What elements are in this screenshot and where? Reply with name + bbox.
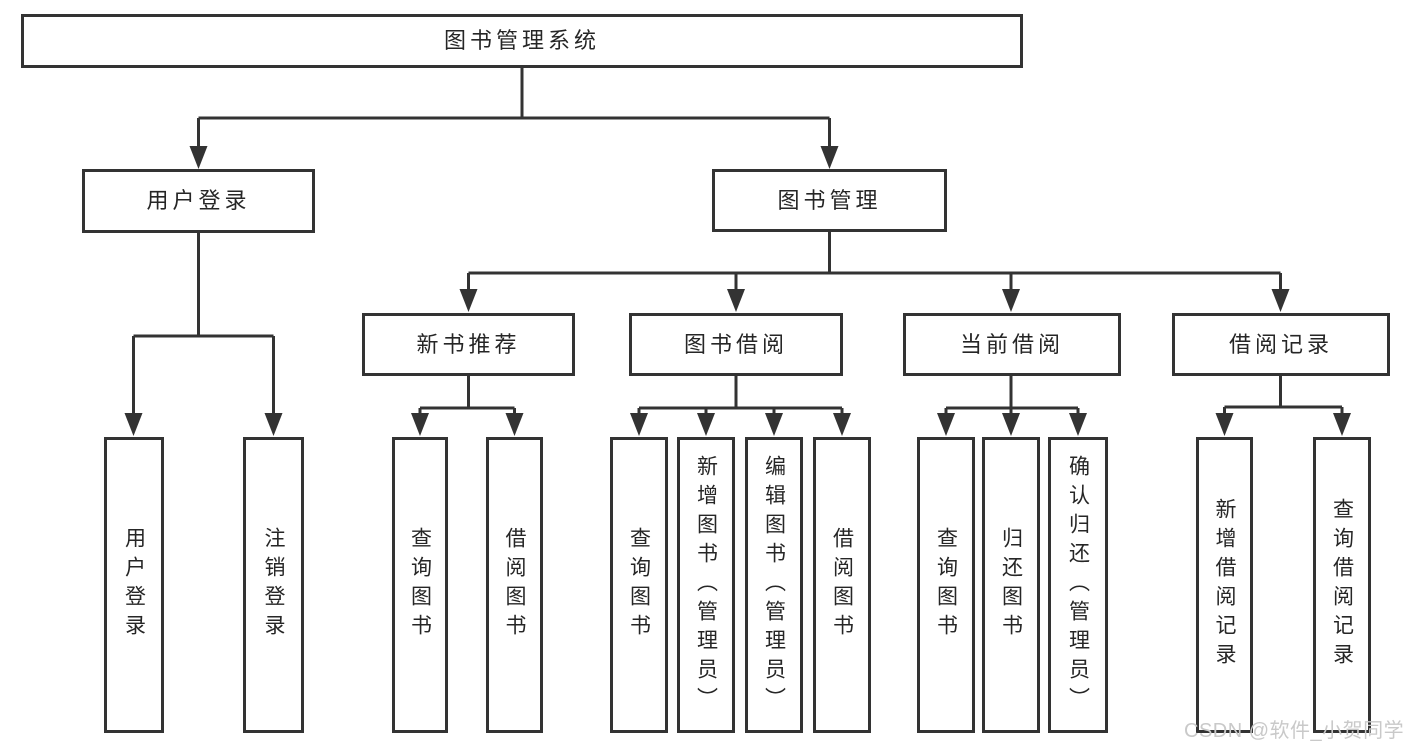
arrowhead <box>1002 289 1020 312</box>
arrowhead <box>833 413 851 436</box>
leaf-label: 新增图书（管理员） <box>694 454 718 716</box>
arrowhead <box>264 413 283 436</box>
leaf-label: 归还图书 <box>999 527 1023 643</box>
arrowhead <box>937 413 955 436</box>
leaf-label: 借阅图书 <box>503 527 526 643</box>
watermark-text: CSDN @软件_小贺同学 <box>1184 720 1405 742</box>
leaf-label: 注销登录 <box>262 527 285 643</box>
leaf-return-books: 归还图书 <box>982 437 1040 733</box>
node-label: 借阅记录 <box>1228 331 1333 357</box>
leaf-label: 查询图书 <box>627 527 651 643</box>
arrowhead <box>411 413 429 436</box>
connector-current-borrow-to-children <box>937 376 1087 436</box>
leaf-logout: 注销登录 <box>243 437 304 733</box>
leaf-add-books-admin: 新增图书（管理员） <box>677 437 735 733</box>
leaf-label: 新增借阅记录 <box>1213 498 1236 672</box>
arrowhead <box>1069 413 1087 436</box>
arrowhead <box>124 413 143 436</box>
node-current-borrowing: 当前借阅 <box>903 313 1121 376</box>
connector-new-book-rec-to-children <box>411 376 524 436</box>
node-new-book-recommend: 新书推荐 <box>362 313 575 376</box>
arrowhead <box>505 413 524 436</box>
leaf-borrow-books: 借阅图书 <box>813 437 871 733</box>
leaf-query-books: 查询图书 <box>917 437 975 733</box>
arrowhead <box>1333 413 1351 436</box>
leaf-confirm-return-admin: 确认归还（管理员） <box>1048 437 1108 733</box>
connector-book-mgmt-to-level3 <box>459 232 1290 312</box>
node-user-login: 用户登录 <box>82 169 315 233</box>
connector-root-to-level2 <box>189 68 839 169</box>
leaf-label: 查询图书 <box>934 527 958 643</box>
leaf-label: 查询图书 <box>408 527 432 643</box>
node-book-borrowing: 图书借阅 <box>629 313 843 376</box>
leaf-edit-books-admin: 编辑图书（管理员） <box>745 437 803 733</box>
leaf-borrow-books: 借阅图书 <box>486 437 543 733</box>
node-label: 图书管理 <box>777 187 882 213</box>
node-library-system: 图书管理系统 <box>21 14 1023 68</box>
arrowhead <box>697 413 715 436</box>
connector-book-borrow-to-children <box>630 376 851 436</box>
connector-user-login-to-children <box>124 233 283 436</box>
arrowhead <box>189 146 208 169</box>
arrowhead <box>1002 413 1020 436</box>
arrowhead <box>765 413 783 436</box>
node-label: 图书管理系统 <box>443 28 600 53</box>
arrowhead <box>459 289 478 312</box>
leaf-label: 用户登录 <box>122 527 146 643</box>
node-borrowing-records: 借阅记录 <box>1172 313 1390 376</box>
leaf-query-books: 查询图书 <box>610 437 668 733</box>
arrowhead <box>630 413 648 436</box>
node-label: 用户登录 <box>146 188 251 213</box>
connector-borrow-records-to-children <box>1215 376 1351 436</box>
arrowhead <box>1271 289 1290 312</box>
node-label: 图书借阅 <box>683 331 788 357</box>
leaf-label: 查询借阅记录 <box>1330 498 1354 672</box>
node-label: 新书推荐 <box>416 331 521 357</box>
leaf-label: 确认归还（管理员） <box>1066 454 1090 716</box>
arrowhead <box>1215 413 1234 436</box>
leaf-query-borrow-record: 查询借阅记录 <box>1313 437 1371 733</box>
arrowhead <box>820 146 839 169</box>
leaf-add-borrow-record: 新增借阅记录 <box>1196 437 1253 733</box>
leaf-label: 借阅图书 <box>830 527 854 643</box>
leaf-query-books: 查询图书 <box>392 437 448 733</box>
node-label: 当前借阅 <box>959 331 1064 357</box>
leaf-user-login: 用户登录 <box>104 437 164 733</box>
arrowhead <box>727 289 745 312</box>
node-book-management: 图书管理 <box>712 169 947 232</box>
leaf-label: 编辑图书（管理员） <box>762 454 786 716</box>
